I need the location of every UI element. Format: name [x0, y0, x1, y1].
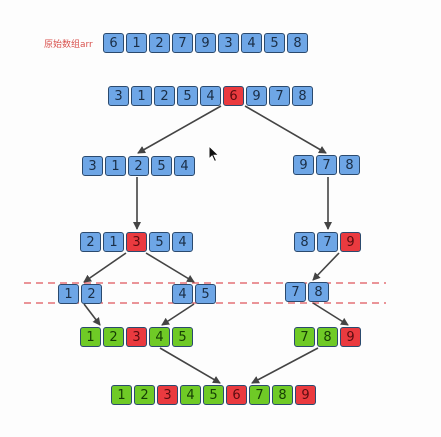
array-cell: 8 — [287, 33, 308, 53]
arrow-7 — [312, 252, 340, 281]
array-cell: 7 — [172, 33, 193, 53]
arrow-6 — [145, 252, 195, 283]
arrow-2 — [244, 105, 327, 154]
array-cell: 8 — [317, 327, 338, 347]
arrow-5 — [83, 252, 127, 283]
array-cell: 7 — [294, 327, 315, 347]
array-cell: 7 — [316, 155, 337, 175]
array-cell: 1 — [58, 284, 79, 304]
array-cell: 7 — [269, 86, 290, 106]
arrow-1 — [137, 105, 222, 154]
array-cell: 8 — [272, 385, 293, 405]
array-cell: 5 — [149, 232, 170, 252]
array-cell: 7 — [317, 232, 338, 252]
arrow-10 — [312, 302, 349, 326]
array-cell: 2 — [80, 232, 101, 252]
array-cell: 1 — [111, 385, 132, 405]
array-cell: 2 — [134, 385, 155, 405]
array-cell: 2 — [128, 156, 149, 176]
array-cell: 3 — [126, 232, 147, 252]
array-cell: 1 — [103, 232, 124, 252]
array-cell: 6 — [103, 33, 124, 53]
array-cell: 9 — [295, 385, 316, 405]
array-cell: 2 — [103, 327, 124, 347]
array-cell: 6 — [223, 86, 244, 106]
array-cell: 1 — [105, 156, 126, 176]
array-cell: 3 — [108, 86, 129, 106]
array-cell: 1 — [126, 33, 147, 53]
array-cell: 7 — [249, 385, 270, 405]
array-cell: 2 — [149, 33, 170, 53]
array-cell: 9 — [246, 86, 267, 106]
arrow-12 — [251, 347, 319, 384]
arrows — [83, 105, 349, 384]
array-cell: 5 — [195, 284, 216, 304]
array-cell: 2 — [154, 86, 175, 106]
array-cell: 5 — [177, 86, 198, 106]
array-cell: 2 — [81, 284, 102, 304]
array-cell: 5 — [151, 156, 172, 176]
array-cell: 9 — [293, 155, 314, 175]
array-cell: 1 — [131, 86, 152, 106]
arrow-9 — [161, 303, 195, 326]
array-cell: 3 — [157, 385, 178, 405]
array-cell: 5 — [264, 33, 285, 53]
array-cell: 4 — [241, 33, 262, 53]
array-cell: 9 — [340, 232, 361, 252]
array-cell: 8 — [339, 155, 360, 175]
array-cell: 3 — [126, 327, 147, 347]
arrow-8 — [83, 303, 101, 326]
array-cell: 9 — [340, 327, 361, 347]
original-array-label: 原始数组arr — [44, 40, 93, 50]
array-cell: 4 — [200, 86, 221, 106]
array-cell: 8 — [308, 282, 329, 302]
array-cell: 8 — [294, 232, 315, 252]
array-cell: 5 — [172, 327, 193, 347]
mouse-cursor-icon — [208, 145, 220, 163]
array-cell: 1 — [80, 327, 101, 347]
array-cell: 3 — [82, 156, 103, 176]
array-cell: 4 — [180, 385, 201, 405]
arrow-11 — [159, 347, 221, 384]
array-cell: 6 — [226, 385, 247, 405]
array-cell: 9 — [195, 33, 216, 53]
array-cell: 7 — [285, 282, 306, 302]
array-cell: 4 — [174, 156, 195, 176]
array-cell: 4 — [172, 284, 193, 304]
array-cell: 4 — [149, 327, 170, 347]
array-cell: 4 — [172, 232, 193, 252]
array-cell: 5 — [203, 385, 224, 405]
array-cell: 3 — [218, 33, 239, 53]
array-cell: 8 — [292, 86, 313, 106]
